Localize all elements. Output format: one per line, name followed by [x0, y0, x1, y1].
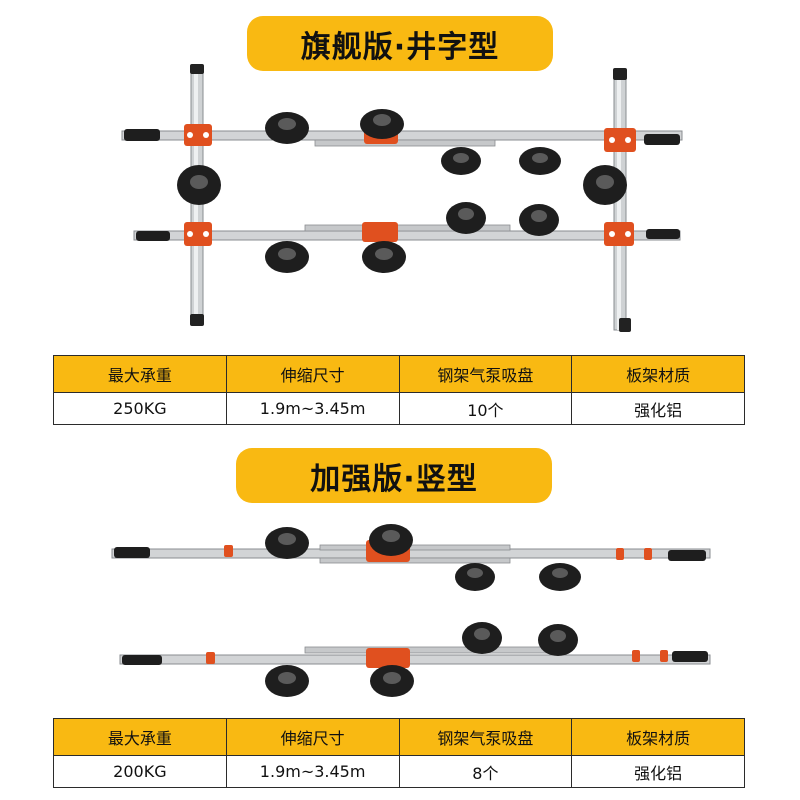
- spec-value-row: 200KG 1.9m~3.45m 8个 强化铝: [53, 755, 745, 788]
- spec-value-row: 250KG 1.9m~3.45m 10个 强化铝: [53, 392, 745, 425]
- section-title-reinforced: 加强版·竖型: [236, 448, 552, 503]
- header-max-load: 最大承重: [53, 718, 227, 756]
- header-material: 板架材质: [571, 355, 745, 393]
- section-title-flagship: 旗舰版·井字型: [247, 16, 553, 71]
- rail-upper: [111, 544, 711, 564]
- header-cups: 钢架气泵吸盘: [398, 718, 573, 756]
- header-cups: 钢架气泵吸盘: [398, 355, 573, 393]
- value-material: 强化铝: [571, 392, 745, 425]
- value-material: 强化铝: [571, 755, 745, 788]
- header-size: 伸缩尺寸: [225, 355, 400, 393]
- reinforced-frame-illustration: [111, 524, 711, 697]
- rail-bottom: [133, 224, 681, 241]
- spec-header-row: 最大承重 伸缩尺寸 钢架气泵吸盘 板架材质: [53, 718, 745, 756]
- header-max-load: 最大承重: [53, 355, 227, 393]
- spec-table-reinforced: 最大承重 伸缩尺寸 钢架气泵吸盘 板架材质 200KG 1.9m~3.45m 8…: [53, 718, 745, 788]
- value-max-load: 250KG: [53, 392, 227, 425]
- value-size: 1.9m~3.45m: [225, 392, 400, 425]
- value-size: 1.9m~3.45m: [225, 755, 400, 788]
- value-cups: 8个: [398, 755, 573, 788]
- rail-top: [121, 129, 683, 147]
- spec-table-flagship: 最大承重 伸缩尺寸 钢架气泵吸盘 板架材质 250KG 1.9m~3.45m 1…: [53, 355, 745, 425]
- flagship-frame-illustration: [121, 64, 683, 332]
- spec-header-row: 最大承重 伸缩尺寸 钢架气泵吸盘 板架材质: [53, 355, 745, 393]
- header-material: 板架材质: [571, 718, 745, 756]
- rail-lower: [119, 646, 711, 665]
- value-cups: 10个: [398, 392, 573, 425]
- value-max-load: 200KG: [53, 755, 227, 788]
- header-size: 伸缩尺寸: [225, 718, 400, 756]
